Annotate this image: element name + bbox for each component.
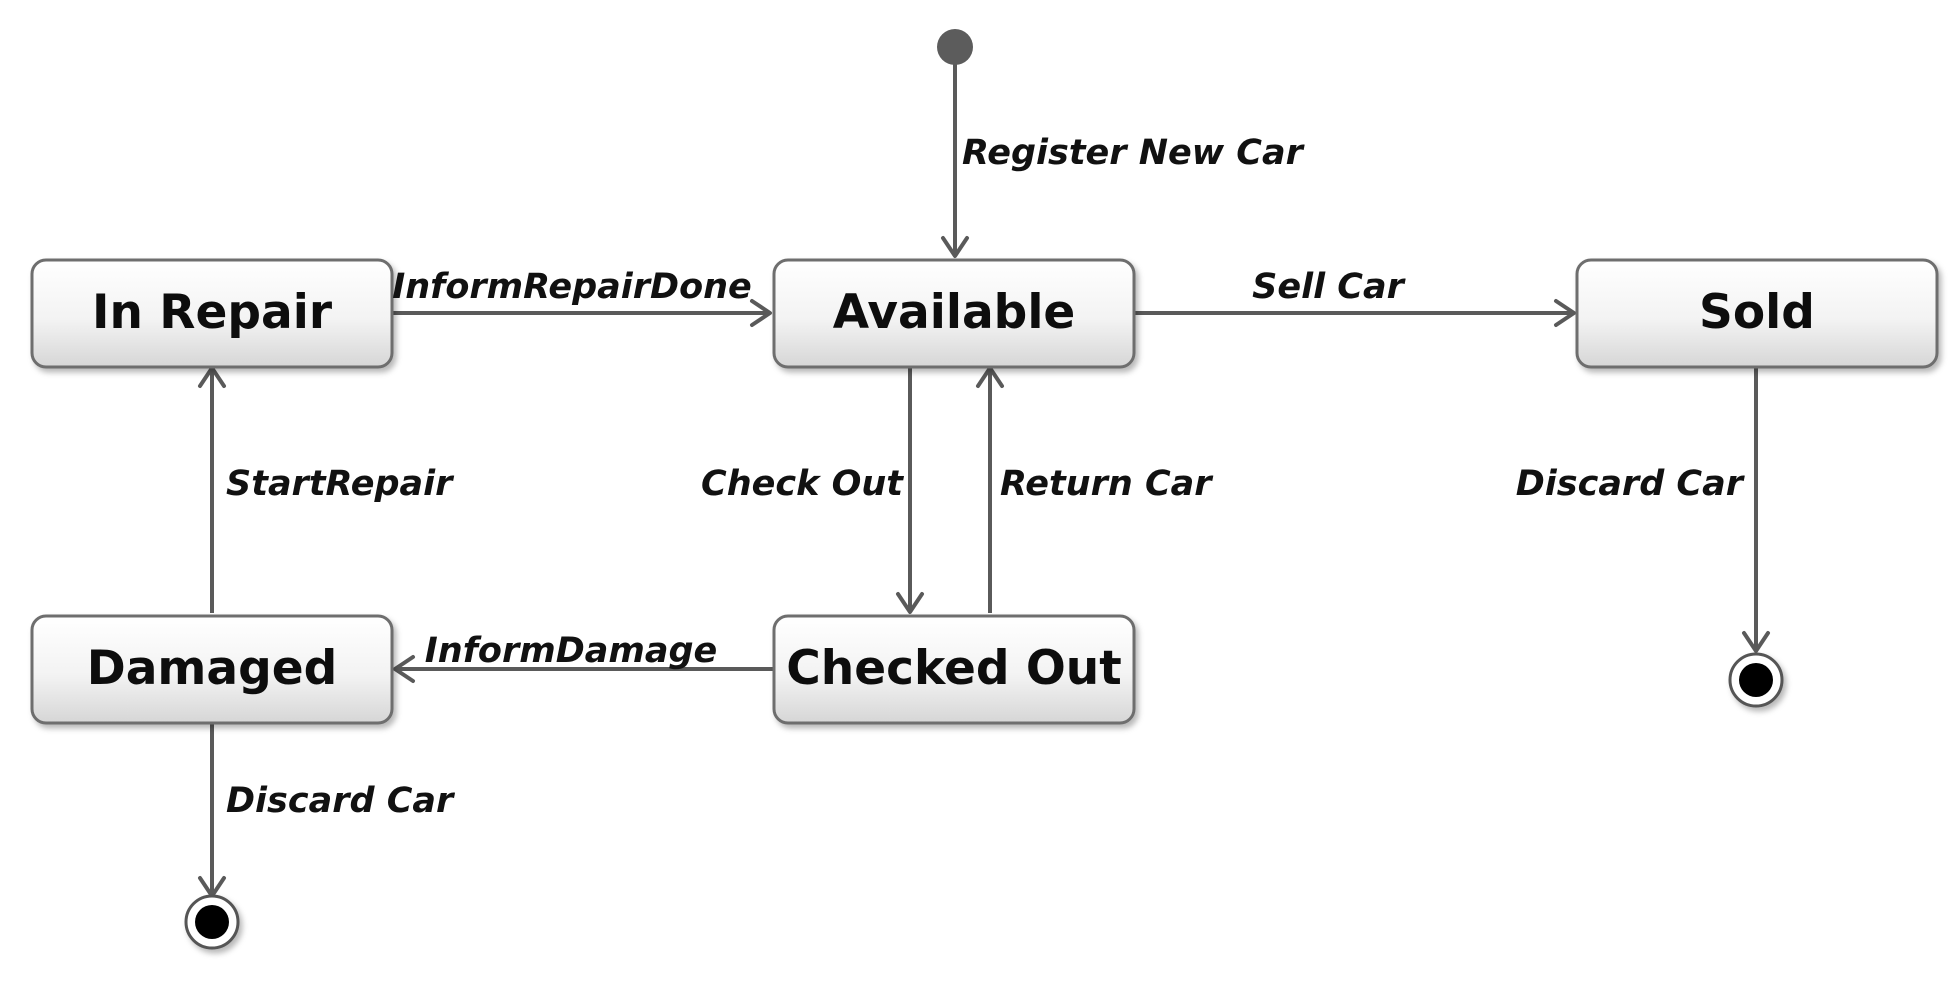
label-sell-car: Sell Car — [1252, 267, 1406, 307]
state-available[interactable]: Available — [772, 258, 1136, 369]
label-discard-car-damaged: Discard Car — [226, 781, 456, 821]
label-inform-repair-done: InformRepairDone — [392, 267, 752, 307]
state-label: Available — [833, 285, 1076, 340]
transition-discard-car-damaged — [198, 723, 226, 898]
final-node-sold — [1728, 652, 1784, 708]
label-register-new-car: Register New Car — [962, 133, 1306, 173]
state-damaged[interactable]: Damaged — [30, 614, 394, 725]
transition-inform-damage — [393, 655, 773, 683]
transition-check-out — [896, 367, 924, 614]
transition-register-new-car — [941, 50, 969, 258]
state-label: In Repair — [92, 285, 333, 340]
state-label: Checked Out — [786, 641, 1121, 696]
final-node-damaged — [184, 894, 240, 950]
transition-sell-car — [1134, 299, 1576, 327]
state-label: Sold — [1699, 285, 1815, 340]
transition-inform-repair-done — [392, 299, 772, 327]
label-start-repair: StartRepair — [226, 464, 455, 504]
transition-discard-car-sold — [1742, 367, 1770, 653]
label-return-car: Return Car — [1000, 464, 1214, 504]
state-label: Damaged — [87, 641, 338, 696]
state-checked-out[interactable]: Checked Out — [772, 614, 1136, 725]
label-discard-car-sold: Discard Car — [1516, 464, 1746, 504]
state-sold[interactable]: Sold — [1575, 258, 1939, 369]
state-in-repair[interactable]: In Repair — [30, 258, 394, 369]
label-inform-damage: InformDamage — [425, 631, 718, 671]
transition-return-car — [976, 366, 1004, 613]
label-check-out: Check Out — [701, 464, 904, 504]
transition-start-repair — [198, 366, 226, 613]
initial-node — [937, 29, 973, 65]
